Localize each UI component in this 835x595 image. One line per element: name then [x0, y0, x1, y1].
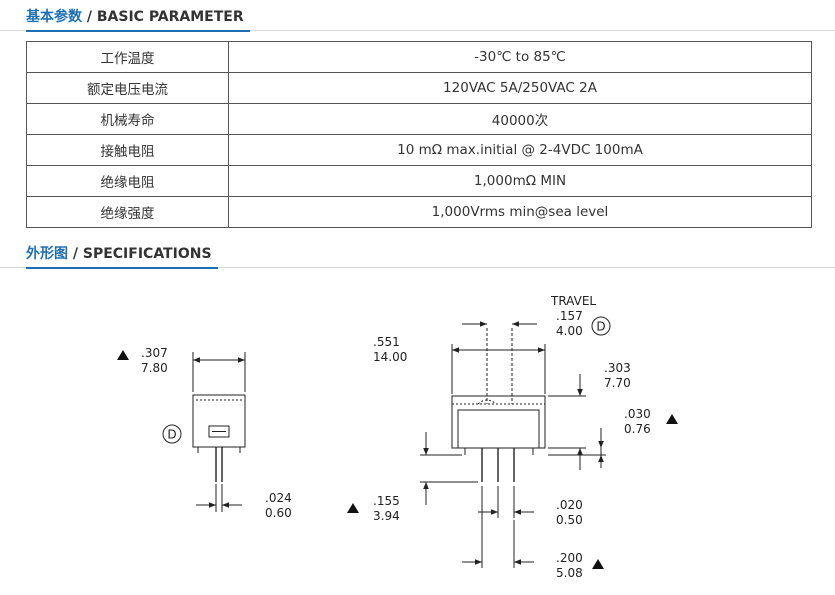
table-row: 工作温度-30℃ to 85℃	[26, 41, 812, 73]
title-en: BASIC PARAMETER	[96, 9, 244, 25]
datum-d-marker	[162, 424, 182, 444]
critical-markers	[117, 350, 678, 569]
triangle-icon	[592, 559, 604, 569]
dim-step-mm: 0.76	[624, 422, 651, 436]
param-name: 工作温度	[26, 41, 229, 73]
param-value: 1,000Vrms min@sea level	[228, 196, 812, 228]
dim-pin-mm: 0.60	[265, 506, 292, 520]
param-name: 绝缘电阻	[26, 165, 229, 197]
triangle-icon	[347, 503, 359, 513]
dim-step-in: .030	[624, 407, 651, 421]
triangle-icon	[117, 350, 129, 360]
param-value: 40000次	[228, 103, 812, 135]
datum-letter: D	[596, 320, 605, 334]
actuator-window	[208, 425, 230, 438]
front-view	[420, 316, 611, 568]
dim-travel-mm: 4.00	[556, 324, 583, 338]
param-value: 10 mΩ max.initial @ 2-4VDC 100mA	[228, 134, 812, 166]
param-value: -30℃ to 85℃	[228, 41, 812, 73]
dim-travel-in: .157	[556, 309, 583, 323]
title-cn: 外形图	[26, 246, 68, 262]
specifications-title: 外形图 / SPECIFICATIONS	[26, 245, 218, 269]
param-value: 120VAC 5A/250VAC 2A	[228, 72, 812, 104]
dim-length-in: .551	[373, 335, 400, 349]
dim-height-mm: 7.70	[604, 376, 631, 390]
dim-pinwidth-in: .020	[556, 498, 583, 512]
switch-body-side	[192, 394, 246, 448]
title-separator: /	[82, 9, 97, 25]
datum-d-marker	[591, 316, 611, 336]
title-separator: /	[68, 246, 83, 262]
dimension-labels: D D .307 7.80 .024 0.60 .551 14.00 TRAVE…	[141, 294, 651, 580]
param-name: 绝缘强度	[26, 196, 229, 228]
param-value: 1,000mΩ MIN	[228, 165, 812, 197]
dim-width-mm: 7.80	[141, 361, 168, 375]
dim-pitch-mm: 5.08	[556, 566, 583, 580]
dim-length-mm: 14.00	[373, 350, 407, 364]
param-name: 接触电阻	[26, 134, 229, 166]
travel-label: TRAVEL	[550, 294, 596, 308]
basic-parameter-header: 基本参数 / BASIC PARAMETER	[0, 8, 835, 32]
specifications-header: 外形图 / SPECIFICATIONS	[0, 245, 835, 269]
dim-lead-in: .155	[373, 494, 400, 508]
triangle-icon	[666, 414, 678, 424]
param-name: 机械寿命	[26, 103, 229, 135]
dim-height-in: .303	[604, 361, 631, 375]
title-en: SPECIFICATIONS	[82, 246, 212, 262]
dim-width-in: .307	[141, 346, 168, 360]
title-cn: 基本参数	[26, 9, 82, 25]
param-name: 额定电压电流	[26, 72, 229, 104]
dim-pin-in: .024	[265, 491, 292, 505]
dim-pitch-in: .200	[556, 551, 583, 565]
dim-lead-mm: 3.94	[373, 509, 400, 523]
dimension-drawing: D D .307 7.80 .024 0.60 .551 14.00 TRAVE…	[117, 294, 678, 580]
datum-letter: D	[167, 428, 176, 442]
dim-pinwidth-mm: 0.50	[556, 513, 583, 527]
basic-parameter-title: 基本参数 / BASIC PARAMETER	[26, 8, 250, 32]
side-view	[162, 352, 246, 512]
